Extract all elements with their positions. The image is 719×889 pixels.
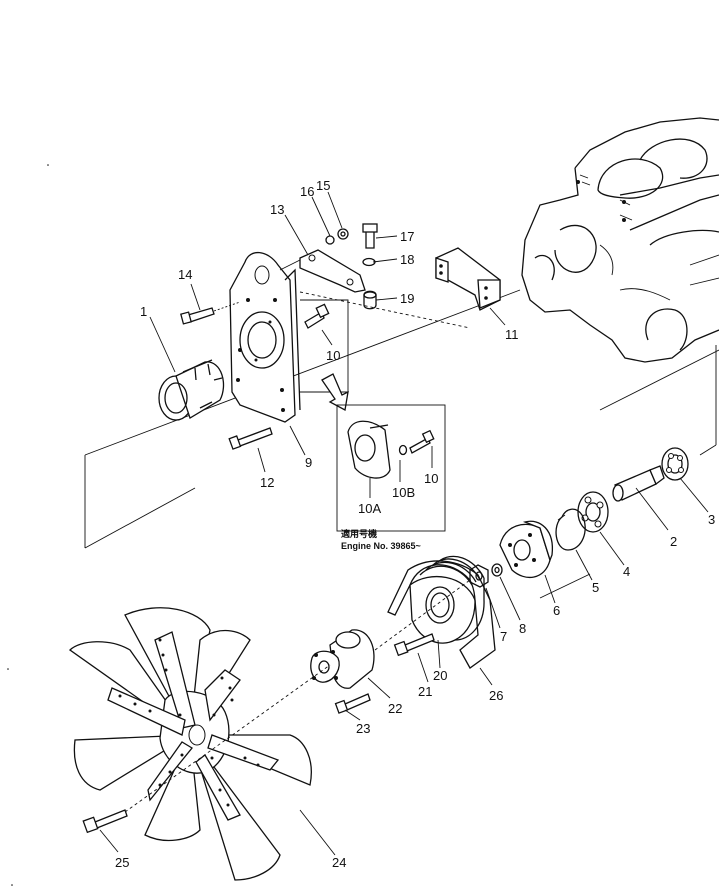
label-25: 25 — [115, 855, 129, 870]
label-7: 7 — [500, 629, 507, 644]
leader-lines — [99, 191, 709, 856]
parts-15-16-fasteners — [325, 228, 349, 245]
part-20-pulley — [409, 555, 485, 644]
inset-note-line2: Engine No. 39865~ — [341, 541, 421, 551]
part-13-bracket-arm — [279, 249, 366, 293]
label-10-inset: 10 — [424, 471, 438, 486]
inset-arrow — [321, 373, 349, 411]
inset-box — [336, 404, 446, 532]
label-26: 26 — [489, 688, 503, 703]
part-4-bearing — [577, 491, 609, 533]
label-11: 11 — [505, 327, 519, 342]
part-9-bracket-plate — [229, 251, 301, 423]
label-13: 13 — [270, 202, 284, 217]
part-1-spacer — [158, 359, 225, 421]
label-23: 23 — [356, 721, 370, 736]
label-4: 4 — [623, 564, 630, 579]
part-21-bolt — [393, 633, 435, 657]
parts-17-18-19 — [362, 223, 378, 310]
label-19: 19 — [400, 291, 414, 306]
label-1: 1 — [140, 304, 147, 319]
label-12: 12 — [260, 475, 274, 490]
label-8: 8 — [519, 621, 526, 636]
label-20: 20 — [433, 668, 447, 683]
part-8-washer — [491, 563, 503, 577]
part-labels: 1 14 13 16 15 17 18 19 11 10 9 12 10A 10… — [115, 178, 715, 870]
centerline-dashes — [124, 291, 471, 813]
inset-note-line1: 適用号機 — [341, 528, 377, 539]
part-6-hub — [499, 520, 553, 579]
centerline-frame — [84, 289, 719, 599]
label-10a: 10A — [358, 501, 381, 516]
part-26-belt — [387, 560, 496, 669]
label-10: 10 — [326, 348, 340, 363]
label-2: 2 — [670, 534, 677, 549]
part-24-fan — [68, 607, 312, 881]
label-18: 18 — [400, 252, 414, 267]
part-11-bracket — [435, 247, 501, 311]
part-12-bolt — [228, 427, 273, 450]
label-16: 16 — [300, 184, 314, 199]
part-23-bolt — [334, 693, 371, 714]
label-15: 15 — [316, 178, 330, 193]
part-14-bolt — [180, 301, 241, 325]
label-5: 5 — [592, 580, 599, 595]
label-24: 24 — [332, 855, 346, 870]
label-3: 3 — [708, 512, 715, 527]
part-5-snap-ring — [555, 508, 586, 551]
part-10-bolt-box — [300, 299, 349, 393]
part-25-bolt — [82, 809, 128, 834]
label-14: 14 — [178, 267, 192, 282]
part-3-bearing — [661, 447, 689, 481]
part-2-shaft — [612, 465, 665, 502]
label-21: 21 — [418, 684, 432, 699]
stray-marks — [7, 164, 49, 886]
engine-block — [521, 117, 719, 363]
label-9: 9 — [305, 455, 312, 470]
part-22-fan-spacer — [310, 629, 375, 689]
label-6: 6 — [553, 603, 560, 618]
label-22: 22 — [388, 701, 402, 716]
label-10b: 10B — [392, 485, 415, 500]
label-17: 17 — [400, 229, 414, 244]
